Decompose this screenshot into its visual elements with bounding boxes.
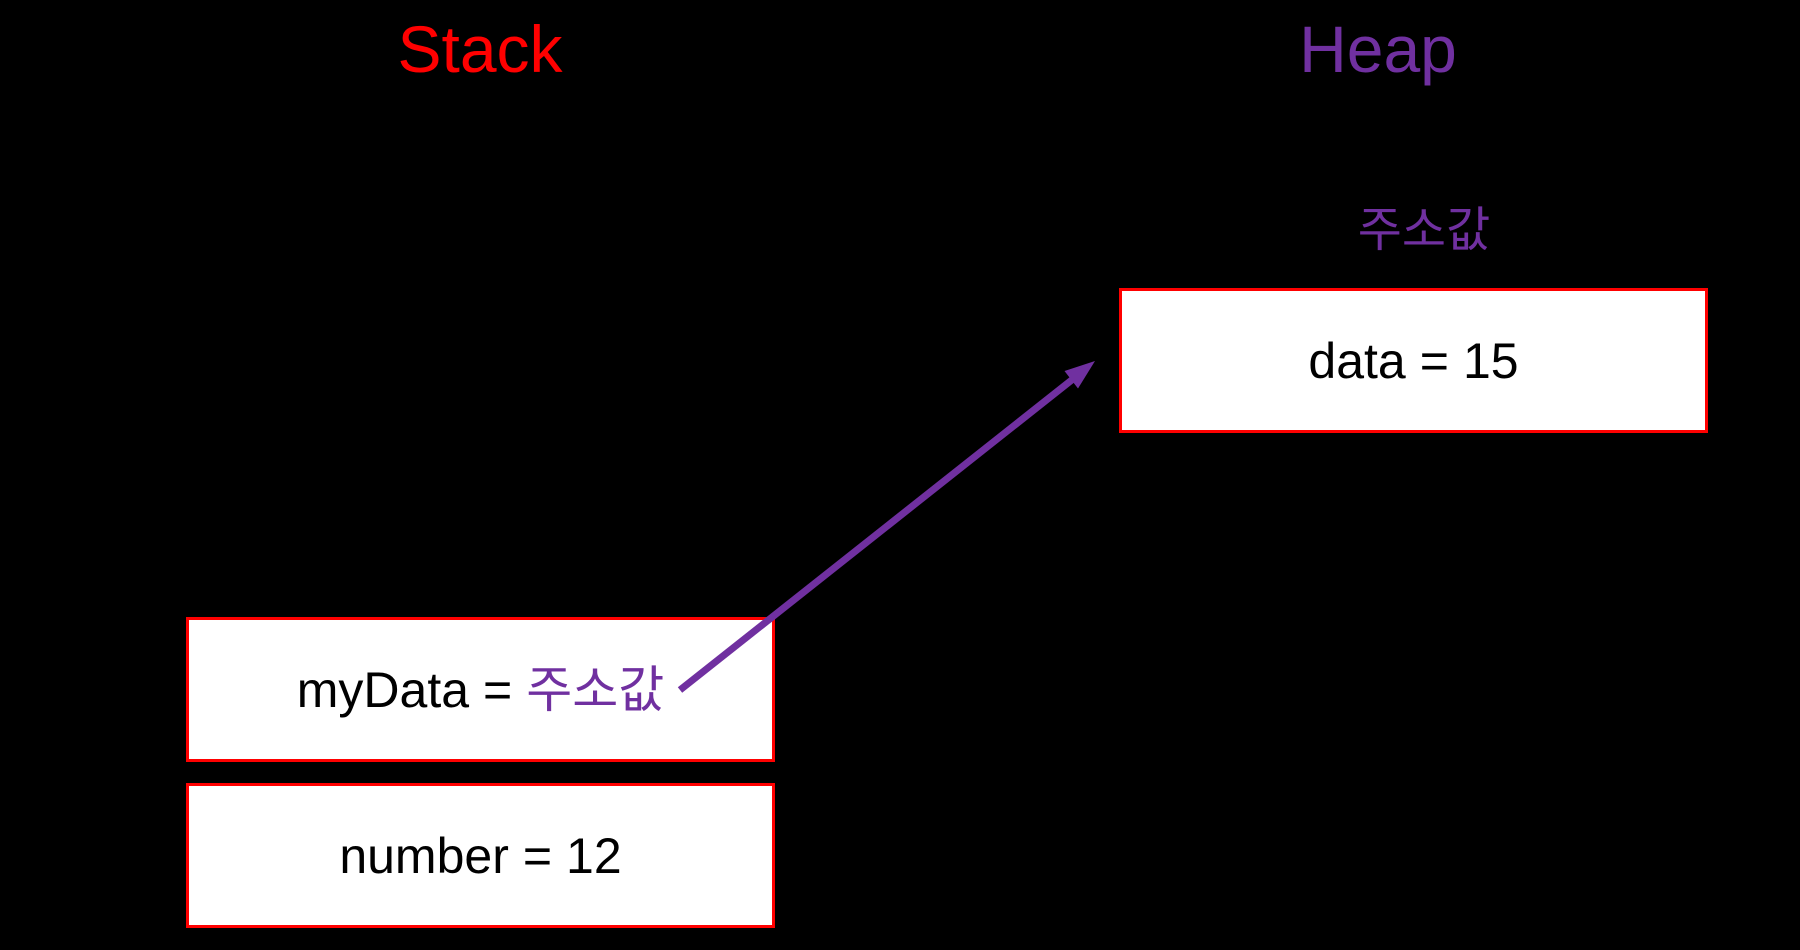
pointer-arrowhead-icon (1064, 361, 1095, 389)
heap-title: Heap (1299, 12, 1457, 86)
stack-mydata-box-label: myData = 주소값 (297, 665, 664, 715)
stack-number-box-label: number = 12 (339, 831, 621, 881)
heap-variable-value: 15 (1462, 332, 1519, 389)
equals-sign: = (483, 661, 513, 718)
heap-address-label: 주소값 (1357, 204, 1491, 257)
equals-sign: = (1419, 332, 1449, 389)
heap-data-box: data = 15 (1119, 288, 1708, 433)
number-variable-name: number (339, 827, 509, 884)
stack-title: Stack (397, 12, 563, 86)
number-variable-value: 12 (566, 827, 622, 884)
equals-sign: = (522, 827, 553, 884)
heap-variable-name: data (1308, 332, 1406, 389)
stack-mydata-box: myData = 주소값 (186, 617, 775, 762)
heap-data-box-label: data = 15 (1308, 336, 1518, 386)
stack-number-box: number = 12 (186, 783, 775, 928)
mydata-variable-name: myData (296, 661, 470, 718)
mydata-variable-value: 주소값 (526, 661, 665, 718)
